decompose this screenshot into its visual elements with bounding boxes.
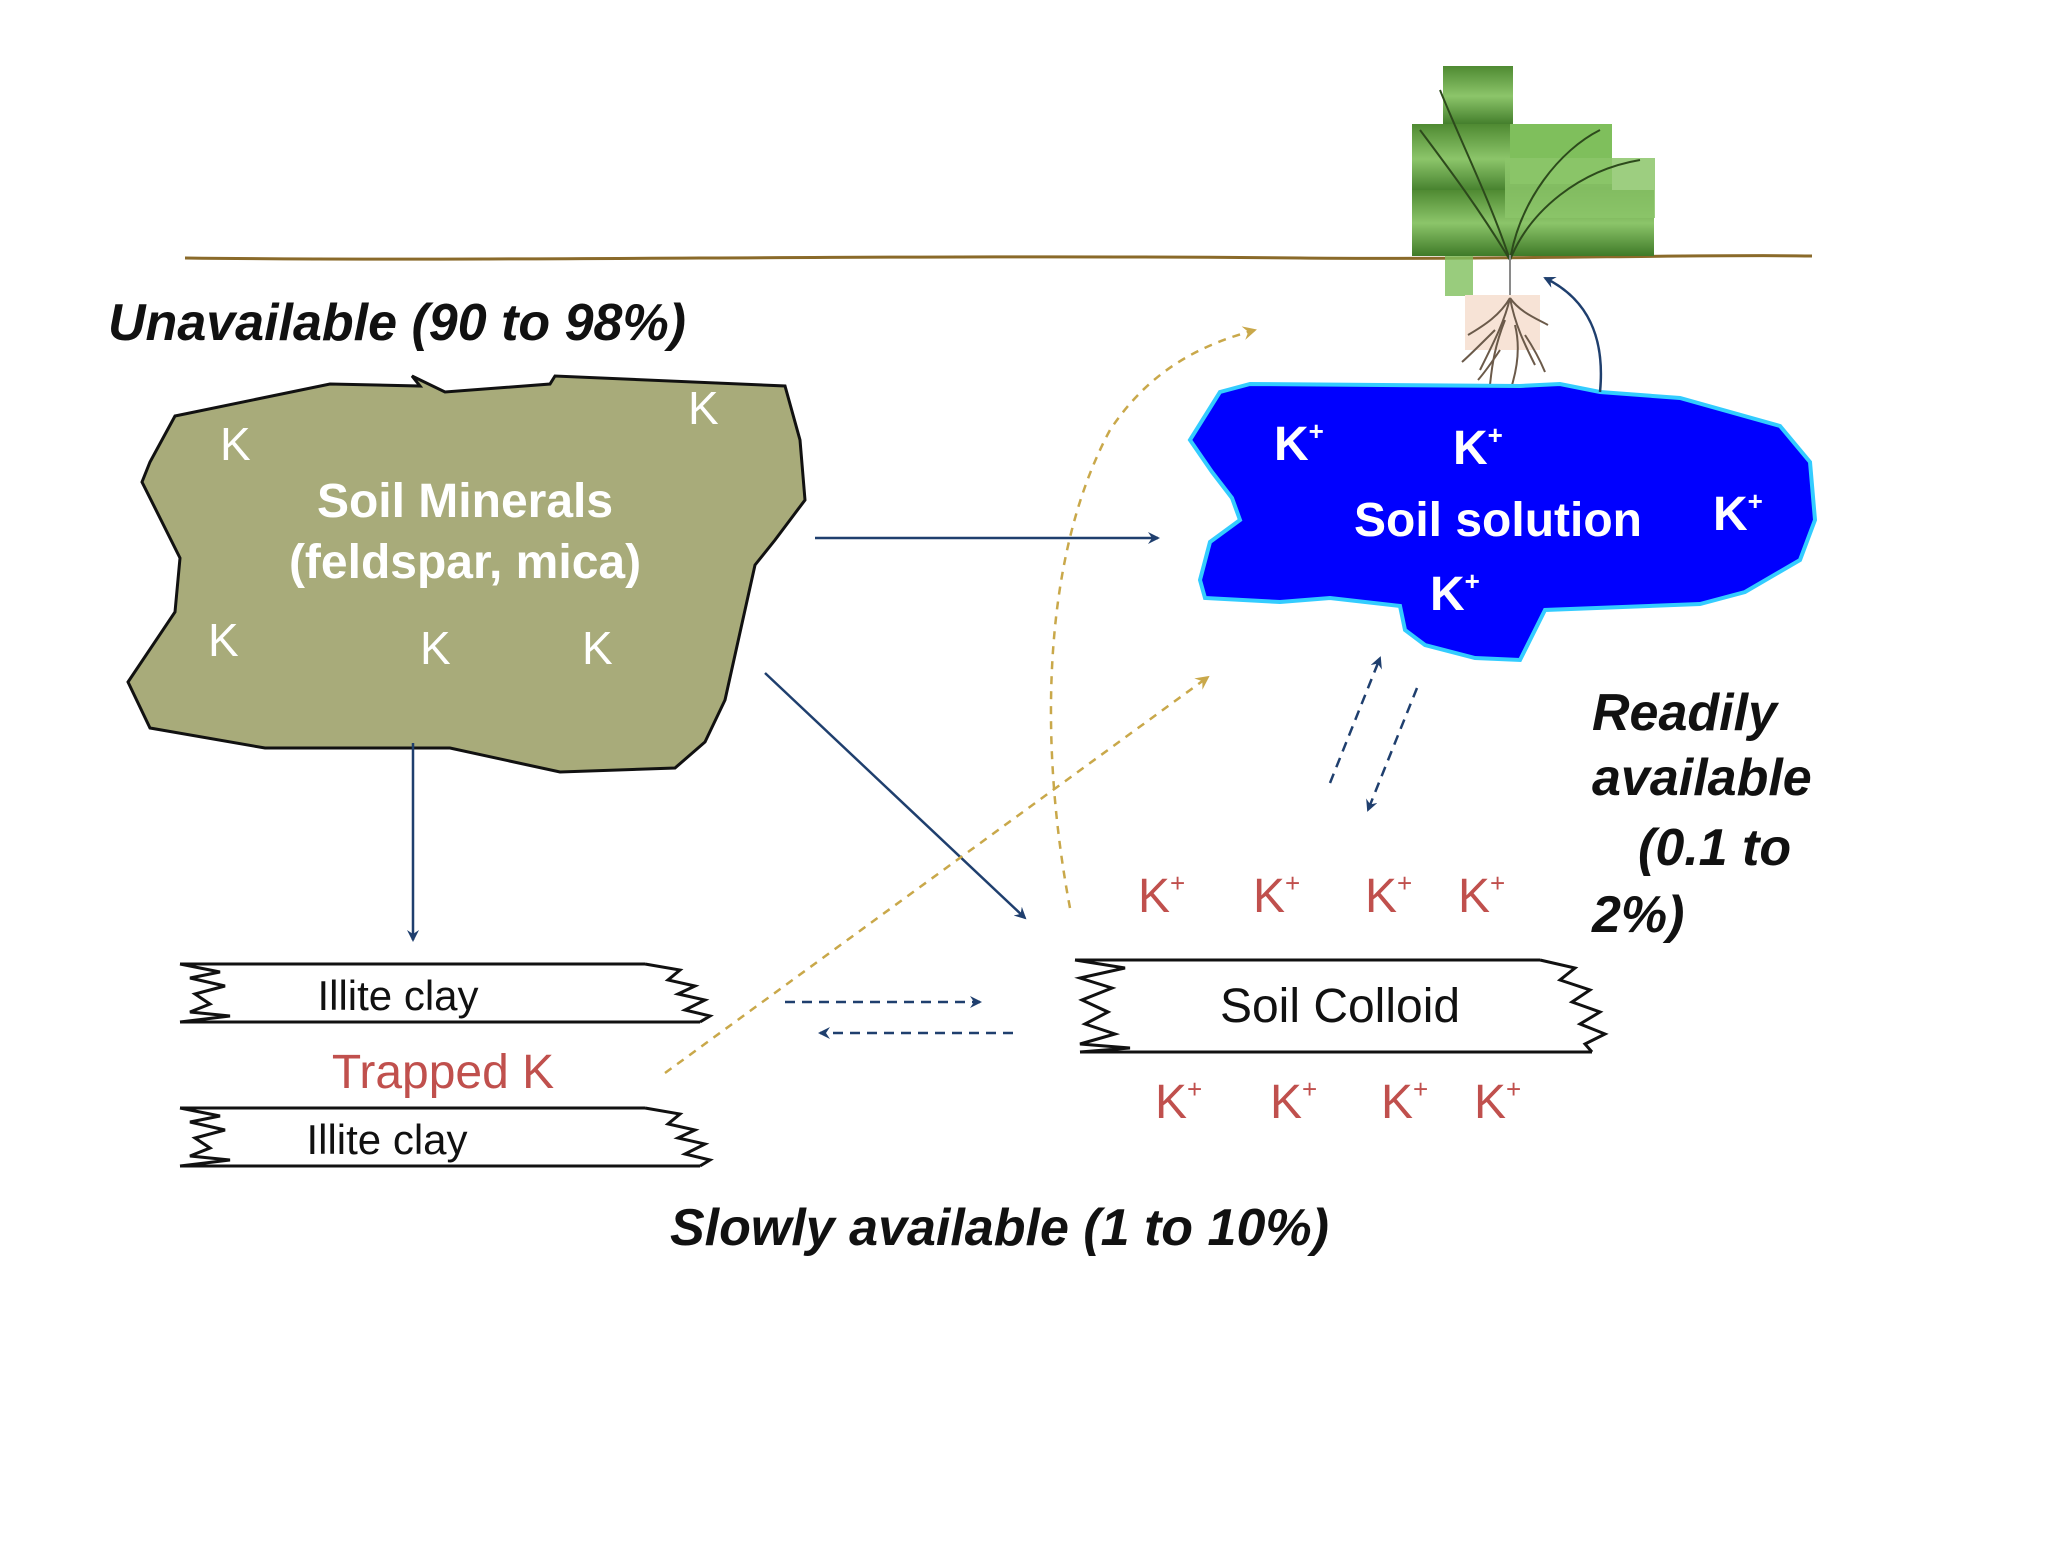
- colloid-k-top-1: K+: [1138, 868, 1185, 923]
- dashed-arrow-colloid-to-solution: [1328, 656, 1382, 784]
- svg-text:Soil solution: Soil solution: [1354, 494, 1642, 547]
- svg-text:available: available: [1592, 749, 1812, 807]
- svg-text:Soil Colloid: Soil Colloid: [1220, 980, 1460, 1033]
- soil-colloid-plate: Soil Colloid: [1074, 958, 1609, 1054]
- svg-text:Soil Minerals: Soil Minerals: [317, 475, 613, 528]
- solution-k-3: K+: [1713, 486, 1763, 541]
- mineral-k-5: K: [582, 622, 613, 674]
- ground-surface-line: [184, 254, 1813, 261]
- dashed-arrow-solution-to-colloid: [1366, 687, 1419, 812]
- colloid-k-bottom-2: K+: [1270, 1074, 1317, 1129]
- colloid-adsorbed-k-top: K+ K+ K+ K+: [1138, 868, 1505, 923]
- unavailable-heading: Unavailable (90 to 98%): [108, 294, 686, 352]
- solution-k-4: K+: [1430, 566, 1480, 621]
- colloid-k-top-4: K+: [1458, 868, 1505, 923]
- solution-k-2: K+: [1453, 420, 1503, 475]
- svg-text:Illite clay: Illite clay: [317, 972, 478, 1019]
- trapped-k-label: Trapped K: [332, 1046, 554, 1099]
- colloid-k-top-2: K+: [1253, 868, 1300, 923]
- colloid-k-bottom-1: K+: [1155, 1074, 1202, 1129]
- illite-clay-bottom: Illite clay: [179, 1106, 714, 1168]
- colloid-k-bottom-3: K+: [1381, 1074, 1428, 1129]
- colloid-adsorbed-k-bottom: K+ K+ K+ K+: [1155, 1074, 1521, 1129]
- plant-roots-icon: [1461, 295, 1549, 386]
- illite-clay-top: Illite clay: [179, 962, 714, 1024]
- slowly-available-heading: Slowly available (1 to 10%): [670, 1199, 1329, 1257]
- mineral-k-3: K: [208, 614, 239, 666]
- solution-k-1: K+: [1274, 416, 1324, 471]
- dashed-arrow-colloid-to-plant: [1049, 326, 1257, 909]
- svg-text:Readily: Readily: [1592, 684, 1780, 742]
- mineral-k-4: K: [420, 622, 451, 674]
- readily-available-heading: Readily available (0.1 to 2%): [1591, 684, 1812, 944]
- arrow-minerals-to-colloid: [764, 672, 1027, 920]
- mineral-k-2: K: [688, 382, 719, 434]
- soil-solution-block: Soil solution K+ K+ K+ K+: [1187, 381, 1818, 663]
- plant-icon: [1412, 66, 1655, 300]
- arrow-solution-to-plant: [1543, 276, 1603, 393]
- svg-text:(feldspar, mica): (feldspar, mica): [289, 536, 641, 589]
- colloid-k-bottom-4: K+: [1474, 1074, 1521, 1129]
- svg-text:(0.1 to: (0.1 to: [1638, 819, 1791, 877]
- svg-text:2%): 2%): [1591, 886, 1684, 944]
- dashed-arrow-trapped-to-solution: [664, 675, 1210, 1075]
- colloid-k-top-3: K+: [1365, 868, 1412, 923]
- mineral-k-1: K: [220, 418, 251, 470]
- svg-text:Illite clay: Illite clay: [306, 1116, 467, 1163]
- soil-minerals-block: Soil Minerals (feldspar, mica) K K K K K: [126, 374, 807, 774]
